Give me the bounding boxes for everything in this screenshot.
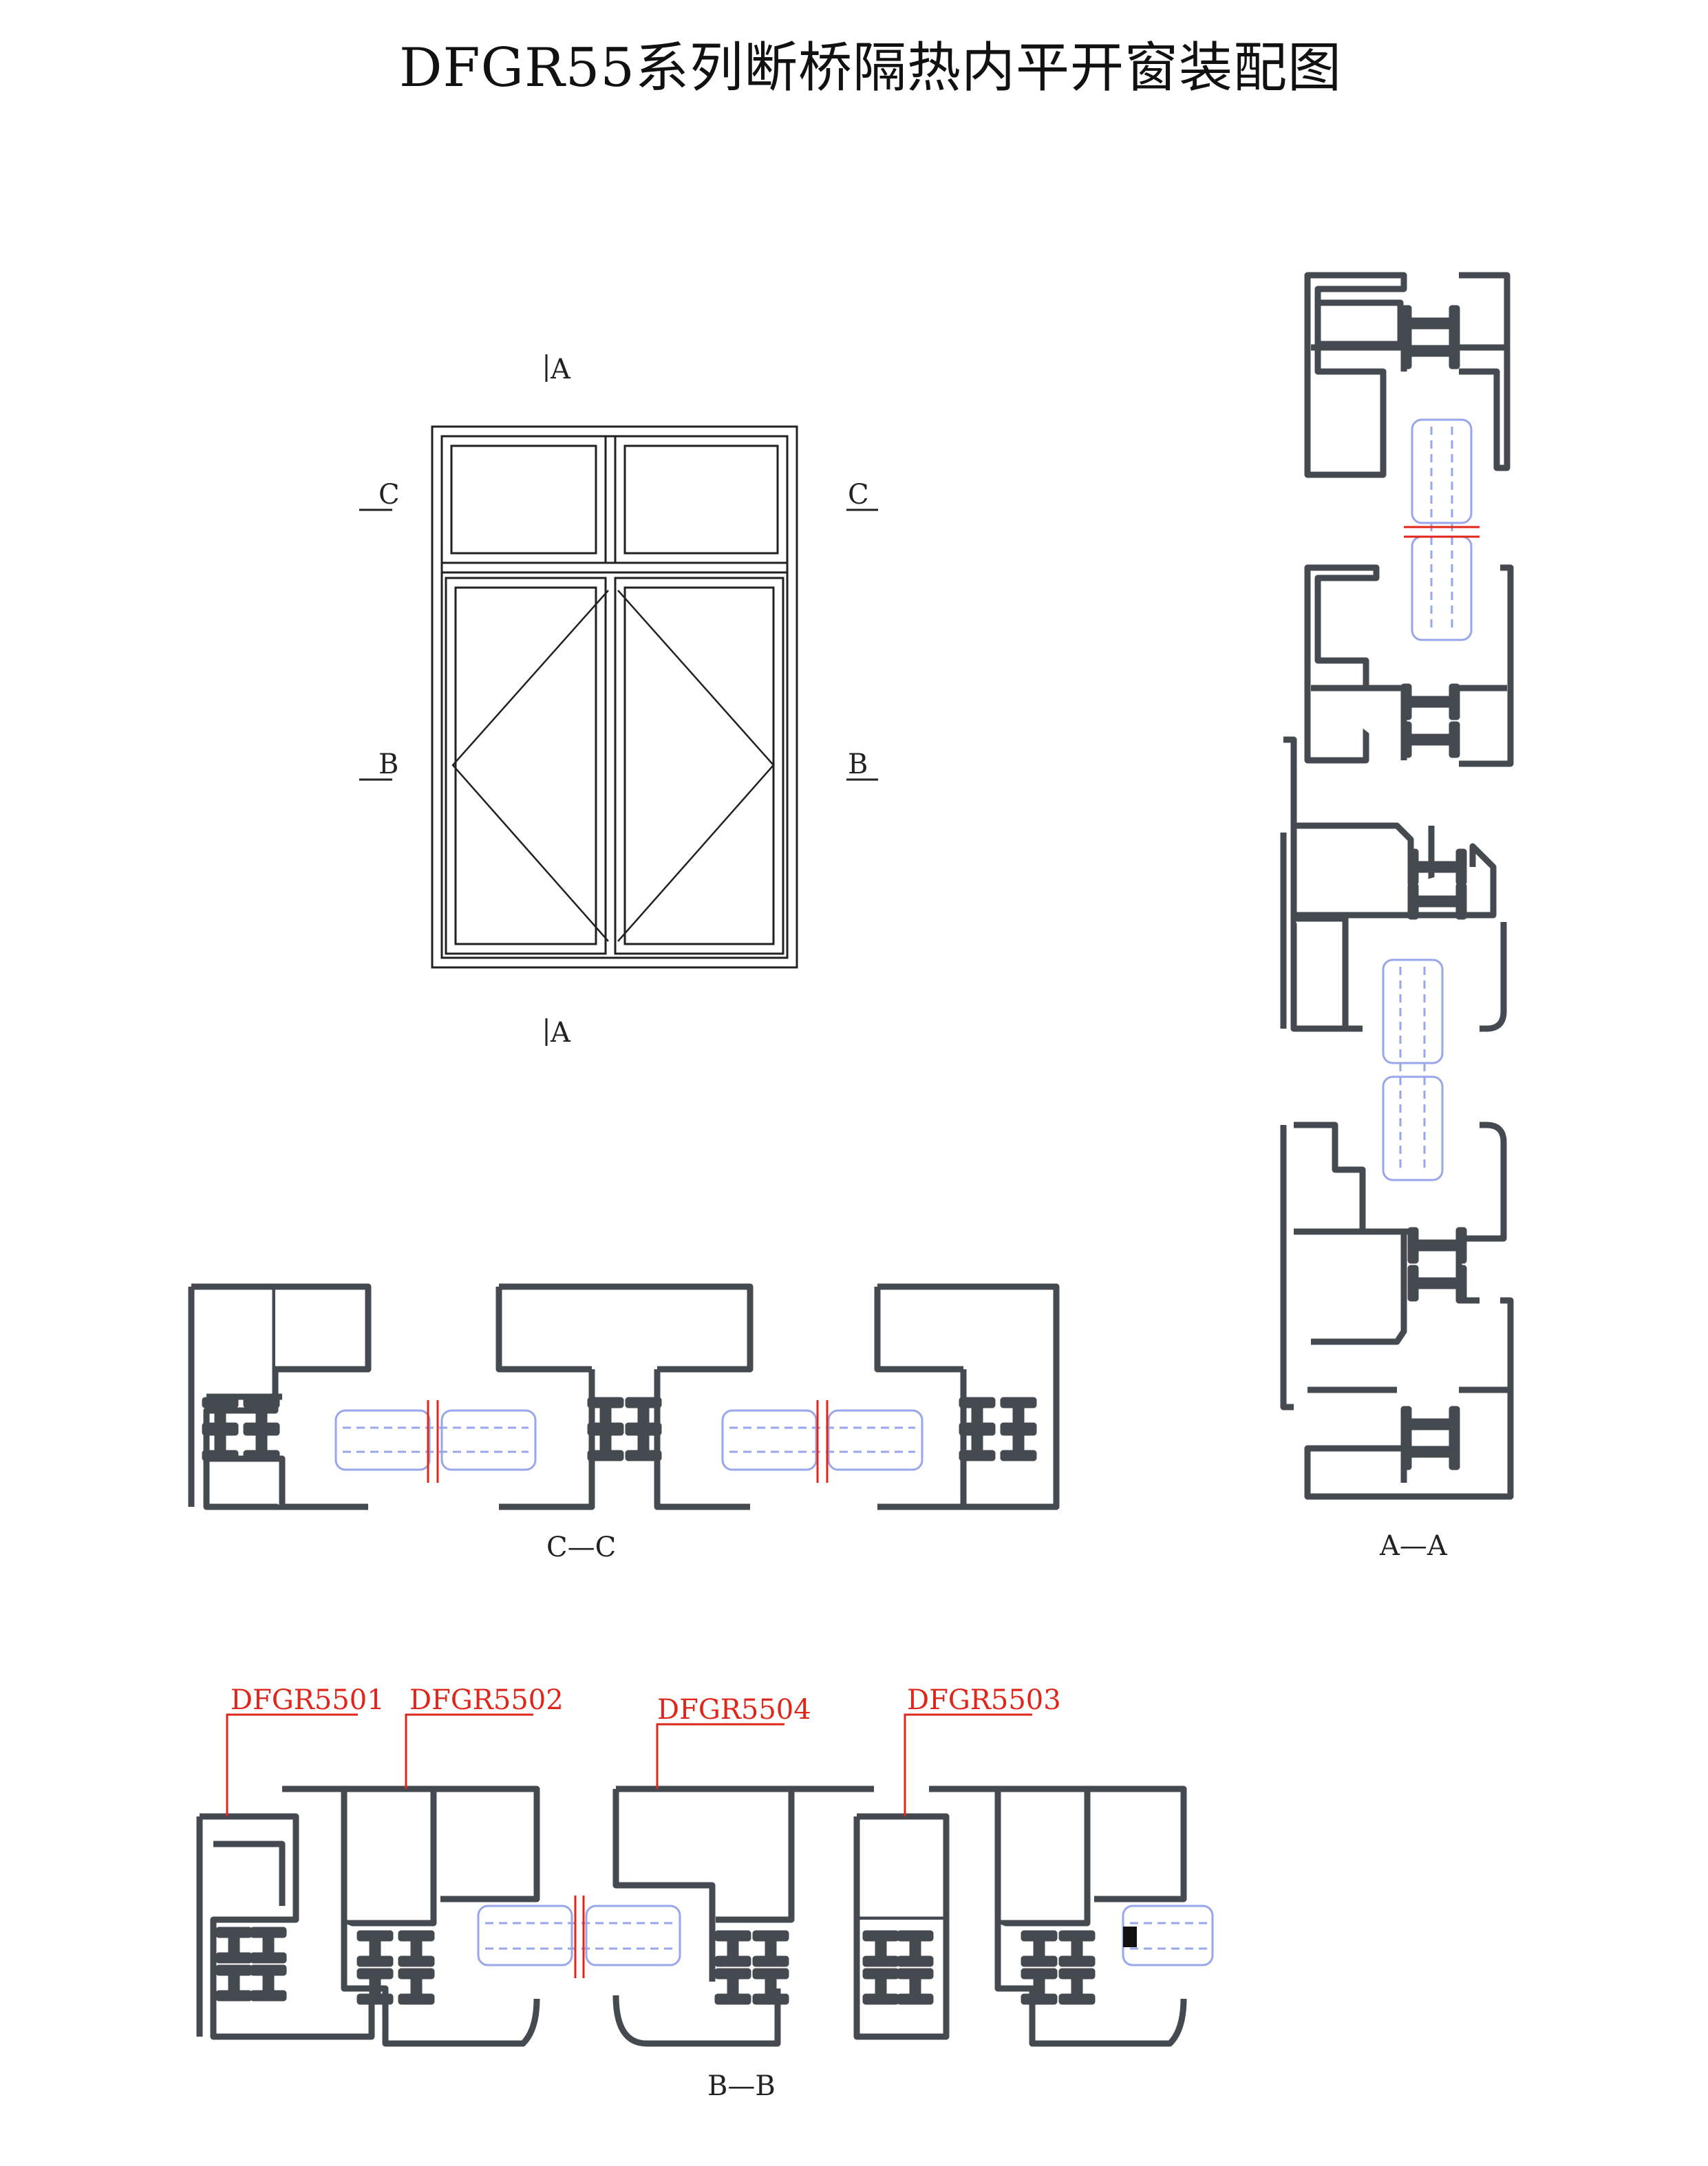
marker-left-c: C [378,479,400,511]
label-section-cc: C—C [546,1532,616,1563]
label-section-bb: B—B [707,2070,776,2102]
section-aa [1280,272,1514,1500]
profile-label-5503: DFGR5503 [907,1684,1061,1716]
profile-label-5504: DFGR5504 [657,1694,811,1726]
profile-leaders [226,1713,1032,1816]
gasket-seal [1123,1927,1137,1947]
label-section-aa: A—A [1379,1530,1448,1562]
section-markers [359,354,878,1046]
marker-right-b: B [848,749,868,780]
profile-label-5502: DFGR5502 [409,1684,564,1716]
section-cc [188,1283,1060,1510]
marker-top-a: A [550,354,571,385]
marker-right-c: C [848,479,869,511]
profile-label-5501: DFGR5501 [231,1684,385,1716]
section-bb-glass [477,1905,1214,1966]
section-cc-red-lines [427,1400,829,1483]
section-cc-glass [334,1409,924,1471]
section-bb [196,1786,1187,2047]
marker-bottom-a: A [550,1017,571,1049]
drawing-title: DFGR55系列断桥隔热内平开窗装配图 [399,37,1342,99]
marker-left-b: B [378,749,398,780]
section-bb-red-lines [574,1896,585,1978]
window-elevation [431,425,798,969]
